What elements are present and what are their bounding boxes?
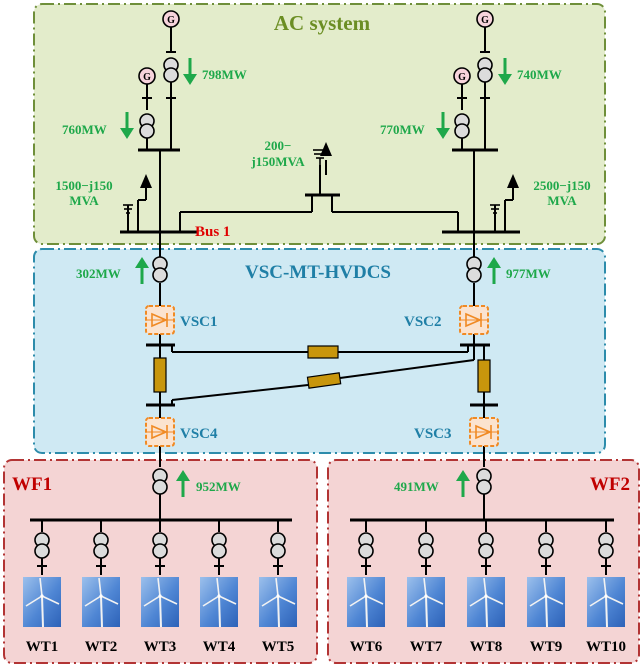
- ac-transformer-icons: [139, 57, 493, 139]
- wind-turbine-feeder: WT2: [82, 520, 120, 655]
- flow-g-left-top: 798MW: [202, 67, 247, 82]
- wind-turbine-icon: [200, 577, 238, 628]
- generator-label: G: [458, 72, 466, 83]
- transformer-icon: [211, 543, 227, 559]
- turbine-label: WT7: [410, 639, 443, 655]
- wind-turbine-feeder: WT8: [467, 520, 505, 655]
- turbine-label: WT1: [26, 639, 59, 655]
- cable-vsc2-vsc4: [306, 372, 342, 389]
- transformer-icon: [358, 543, 374, 559]
- flow-labels-hvdc: 302MW 977MW 952MW 491MW: [76, 266, 551, 494]
- flow-labels-ac: 798MW 760MW 740MW 770MW: [62, 67, 562, 137]
- load-left-line2: MVA: [69, 193, 99, 208]
- wind-turbine-feeder: WT7: [407, 520, 445, 655]
- ground-symbols: [123, 149, 500, 214]
- wind-turbine-feeder: WT4: [200, 520, 238, 655]
- vsc2-label: VSC2: [404, 314, 442, 330]
- wf1-turbines: WT1 WT2 WT3 WT4 WT5: [23, 520, 297, 655]
- flow-g-right-low: 770MW: [380, 122, 425, 137]
- flow-arrows-ac: [120, 58, 512, 139]
- hvdc-transformer-icons: [152, 256, 492, 495]
- ac-wiring: [120, 27, 520, 234]
- turbine-label: WT4: [203, 639, 236, 655]
- wind-turbine-feeder: WT5: [259, 520, 297, 655]
- vsc-labels: VSC1 VSC2 VSC4 VSC3: [180, 314, 452, 442]
- cable-vsc1-vsc4: [153, 357, 167, 393]
- wind-turbine-icon: [467, 577, 505, 628]
- wind-turbine-icon: [527, 577, 565, 628]
- generator-labels: G G G G: [143, 15, 489, 83]
- dc-cables: [153, 345, 491, 393]
- load-left-line1: 1500−j150: [55, 178, 112, 193]
- wind-turbine-icon: [141, 577, 179, 628]
- turbine-label: WT6: [350, 639, 383, 655]
- turbine-label: WT2: [85, 639, 118, 655]
- load-right-line2: MVA: [547, 193, 577, 208]
- flow-g-right-top: 740MW: [517, 67, 562, 82]
- transformer-icon: [538, 543, 554, 559]
- wind-turbine-icon: [347, 577, 385, 628]
- wind-turbine-feeder: WT9: [527, 520, 565, 655]
- wind-turbine-feeder: WT1: [23, 520, 61, 655]
- wind-turbine-feeder: WT3: [141, 520, 179, 655]
- transformer-icon: [152, 543, 168, 559]
- wf2-turbines: WT6 WT7 WT8 WT9 WT10: [347, 520, 626, 655]
- load-center-line1: 200−: [265, 138, 292, 153]
- generator-label: G: [481, 15, 489, 26]
- generator-label: G: [167, 15, 175, 26]
- flow-wf1: 952MW: [196, 479, 241, 494]
- wind-turbine-feeder: WT10: [586, 520, 626, 655]
- wind-turbine-feeder: WT6: [347, 520, 385, 655]
- flow-g-left-low: 760MW: [62, 122, 107, 137]
- transformer-icon: [34, 543, 50, 559]
- wind-turbine-icon: [259, 577, 297, 628]
- load-center-line2: j150MVA: [250, 154, 305, 169]
- transformer-icon: [270, 543, 286, 559]
- generator-icons: [138, 10, 494, 85]
- flow-arrows-hvdc: [135, 257, 501, 497]
- cable-vsc1-vsc2: [307, 345, 339, 359]
- turbine-label: WT8: [470, 639, 503, 655]
- ac-system-region: [33, 3, 606, 245]
- ac-system-title: AC system: [274, 11, 371, 35]
- vsc2-icon: [459, 305, 489, 335]
- load-arrows: [140, 142, 519, 200]
- vsc4-label: VSC4: [180, 426, 218, 442]
- vsc-converters: [145, 305, 499, 447]
- bus-1-label: Bus 1: [195, 224, 230, 240]
- turbine-label: WT9: [530, 639, 563, 655]
- turbine-label: WT5: [262, 639, 295, 655]
- wind-turbine-icon: [82, 577, 120, 628]
- cable-vsc2-vsc3: [477, 359, 491, 393]
- load-labels: 1500−j150 MVA 200− j150MVA 2500−j150 MVA: [55, 138, 590, 208]
- turbine-label: WT3: [144, 639, 177, 655]
- hvdc-title: VSC-MT-HVDCS: [245, 262, 391, 283]
- transformer-icon: [418, 543, 434, 559]
- wf1-title: WF1: [12, 474, 52, 495]
- flow-vsc2: 977MW: [506, 266, 551, 281]
- wind-turbine-icon: [587, 577, 625, 628]
- vsc1-icon: [145, 305, 175, 335]
- vsc3-label: VSC3: [414, 426, 452, 442]
- generator-label: G: [143, 72, 151, 83]
- flow-wf2: 491MW: [394, 479, 439, 494]
- transformer-icon: [93, 543, 109, 559]
- transformer-icon: [478, 543, 494, 559]
- flow-vsc1: 302MW: [76, 266, 121, 281]
- load-right-line1: 2500−j150: [533, 178, 590, 193]
- vsc3-icon: [469, 417, 499, 447]
- transformer-icon: [598, 543, 614, 559]
- wf2-title: WF2: [590, 474, 630, 495]
- vsc1-label: VSC1: [180, 314, 218, 330]
- wind-turbine-icon: [407, 577, 445, 628]
- wind-turbine-icon: [23, 577, 61, 628]
- hvdc-wiring: [146, 232, 498, 467]
- turbine-label: WT10: [586, 639, 626, 655]
- vsc4-icon: [145, 417, 175, 447]
